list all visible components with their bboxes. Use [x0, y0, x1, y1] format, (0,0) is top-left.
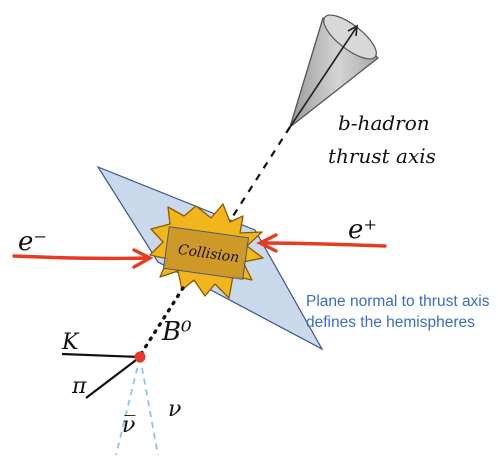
- decay-vertex: [134, 351, 146, 363]
- antineutrino-track: [115, 356, 141, 456]
- thrust-axis-label: thrust axis: [328, 144, 436, 168]
- pion-label: π: [71, 374, 87, 399]
- kaon-track: [61, 352, 141, 359]
- thrust-axis-line: [225, 126, 291, 228]
- electron-label: e⁻: [18, 227, 47, 257]
- antineutrino-label: ν̅: [122, 413, 135, 438]
- b-hadron-cone: [289, 14, 379, 128]
- kaon-label: K: [61, 330, 80, 355]
- positron-beam-arrow: [256, 233, 387, 253]
- b-hadron-label: b-hadron: [338, 111, 430, 135]
- pion-track: [85, 356, 141, 399]
- plane-note-line-2: defines the hemispheres: [306, 314, 475, 331]
- positron-label: e⁺: [348, 215, 377, 245]
- collision-burst: Collision: [149, 203, 264, 299]
- plane-note-line-1: Plane normal to thrust axis: [306, 293, 490, 310]
- b-meson-label: B⁰: [161, 317, 192, 347]
- electron-beam-arrow: [12, 248, 154, 269]
- neutrino-label: ν: [168, 397, 181, 422]
- neutrino-track: [139, 356, 159, 456]
